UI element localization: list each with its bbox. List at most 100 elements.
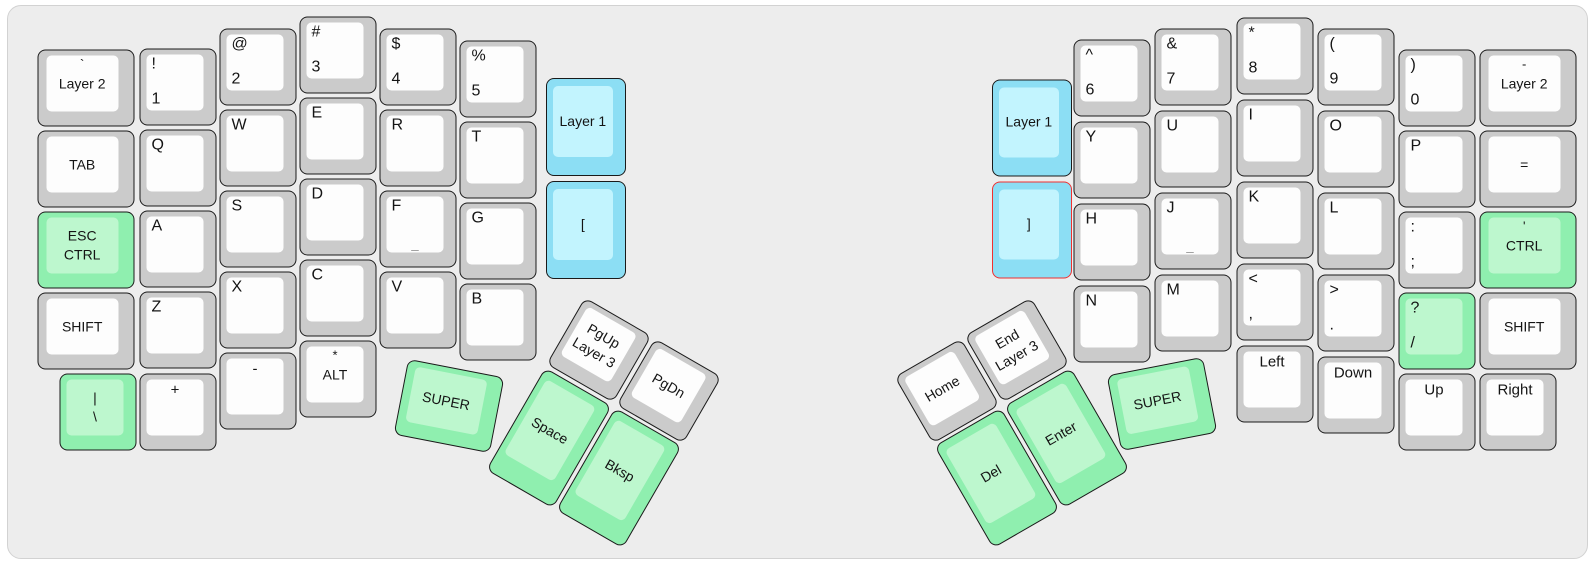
key-x[interactable]: X	[219, 271, 297, 349]
key-j[interactable]: J_	[1154, 192, 1232, 270]
key-m[interactable]: M	[1154, 274, 1232, 352]
key-label: K	[1248, 188, 1260, 206]
key-label: G	[471, 209, 484, 227]
key-label: I	[1248, 106, 1253, 124]
keycap-top: *ALT	[306, 346, 364, 403]
key-label: ,	[1248, 305, 1253, 323]
key-layer1-right[interactable]: Layer 1	[992, 79, 1072, 177]
keycap-top: :;	[1405, 217, 1463, 274]
key-label: O	[1329, 117, 1342, 135]
key-gt-period[interactable]: >.	[1317, 274, 1395, 352]
key-dash-layer2[interactable]: -Layer 2	[1479, 49, 1577, 127]
key-label: B	[471, 290, 483, 308]
key-super-right[interactable]: SUPER	[1106, 356, 1218, 452]
key-label: TAB	[69, 156, 96, 173]
key-label: PgDn	[649, 369, 689, 401]
key-rparen-0[interactable]: )0	[1398, 49, 1476, 127]
keycap-top: -Layer 2	[1488, 55, 1561, 112]
key-label: ;	[1410, 253, 1415, 271]
key-quote-ctrl[interactable]: 'CTRL	[1479, 211, 1577, 289]
key-a[interactable]: A	[139, 210, 217, 288]
key-star-8[interactable]: *8	[1236, 17, 1314, 95]
key-label: SHIFT	[61, 318, 103, 335]
key-super-left[interactable]: SUPER	[393, 358, 505, 454]
key-question-slash[interactable]: ?/	[1398, 292, 1476, 370]
key-label: 5	[471, 82, 481, 100]
key-lt-comma[interactable]: <,	[1236, 263, 1314, 341]
keycap-top: B	[466, 289, 524, 346]
key-label: 3	[311, 58, 321, 76]
key-percent-5[interactable]: %5	[459, 40, 537, 118]
key-star-alt[interactable]: *ALT	[299, 340, 377, 418]
key-t[interactable]: T	[459, 121, 537, 199]
key-b[interactable]: B	[459, 283, 537, 361]
key-u[interactable]: U	[1154, 110, 1232, 188]
key-lparen-9[interactable]: (9	[1317, 28, 1395, 106]
keycap-top: L	[1324, 198, 1382, 255]
key-shift-right[interactable]: SHIFT	[1479, 292, 1577, 370]
key-rbracket[interactable]: ]	[992, 181, 1072, 279]
keycap-top: P	[1405, 136, 1463, 193]
key-at-2[interactable]: @2	[219, 28, 297, 106]
keycap-top: &7	[1161, 34, 1219, 91]
key-g[interactable]: G	[459, 202, 537, 280]
key-label: P	[1410, 137, 1422, 155]
key-colon-semicolon[interactable]: :;	[1398, 211, 1476, 289]
key-layer1-left[interactable]: Layer 1	[546, 78, 626, 176]
key-label: Down	[1333, 364, 1373, 382]
key-plus[interactable]: +	[139, 373, 217, 451]
keycap-top: K	[1243, 187, 1301, 244]
keycap-top: X	[226, 277, 284, 334]
key-z[interactable]: Z	[139, 291, 217, 369]
keycap-top: <,	[1243, 269, 1301, 326]
keycap-top: SUPER	[1116, 366, 1199, 435]
key-v[interactable]: V	[379, 271, 457, 349]
key-label: Layer 2	[58, 75, 106, 92]
key-excl-1[interactable]: !1	[139, 48, 217, 126]
key-i[interactable]: I	[1236, 99, 1314, 177]
key-n[interactable]: N	[1073, 285, 1151, 363]
key-dollar-4[interactable]: $4	[379, 28, 457, 106]
key-label: E	[311, 104, 323, 122]
key-c[interactable]: C	[299, 259, 377, 337]
keycap-top: Z	[146, 297, 204, 354]
homing-bar: _	[1186, 238, 1194, 254]
key-amp-7[interactable]: &7	[1154, 28, 1232, 106]
key-e[interactable]: E	[299, 97, 377, 175]
key-pipe-backslash[interactable]: |\	[59, 373, 137, 451]
key-q[interactable]: Q	[139, 129, 217, 207]
keycap-top: )0	[1405, 55, 1463, 112]
key-k[interactable]: K	[1236, 181, 1314, 259]
keycap-top: Home	[903, 350, 981, 427]
key-lbracket[interactable]: [	[546, 181, 626, 279]
key-w[interactable]: W	[219, 109, 297, 187]
key-grave-layer2[interactable]: `Layer 2	[37, 49, 135, 127]
keycap-top: #3	[306, 22, 364, 79]
key-label: Enter	[1042, 417, 1080, 449]
key-hash-3[interactable]: #3	[299, 16, 377, 94]
key-h[interactable]: H	[1073, 203, 1151, 281]
key-label: :	[1410, 218, 1415, 236]
key-s[interactable]: S	[219, 190, 297, 268]
key-caret-6[interactable]: ^6	[1073, 39, 1151, 117]
key-right[interactable]: Right	[1479, 373, 1557, 451]
key-label: .	[1329, 316, 1334, 334]
key-r[interactable]: R	[379, 109, 457, 187]
key-left[interactable]: Left	[1236, 345, 1314, 423]
key-f[interactable]: F_	[379, 190, 457, 268]
key-d[interactable]: D	[299, 178, 377, 256]
key-p[interactable]: P	[1398, 130, 1476, 208]
key-minus[interactable]: -	[219, 352, 297, 430]
key-up[interactable]: Up	[1398, 373, 1476, 451]
key-tab[interactable]: TAB	[37, 130, 135, 208]
key-shift-left[interactable]: SHIFT	[37, 292, 135, 370]
key-o[interactable]: O	[1317, 110, 1395, 188]
keycap-top: J_	[1161, 198, 1219, 255]
key-down[interactable]: Down	[1317, 356, 1395, 434]
keycap-top: SHIFT	[1488, 298, 1561, 355]
key-l[interactable]: L	[1317, 192, 1395, 270]
key-equals[interactable]: =	[1479, 130, 1577, 208]
key-y[interactable]: Y	[1073, 121, 1151, 199]
